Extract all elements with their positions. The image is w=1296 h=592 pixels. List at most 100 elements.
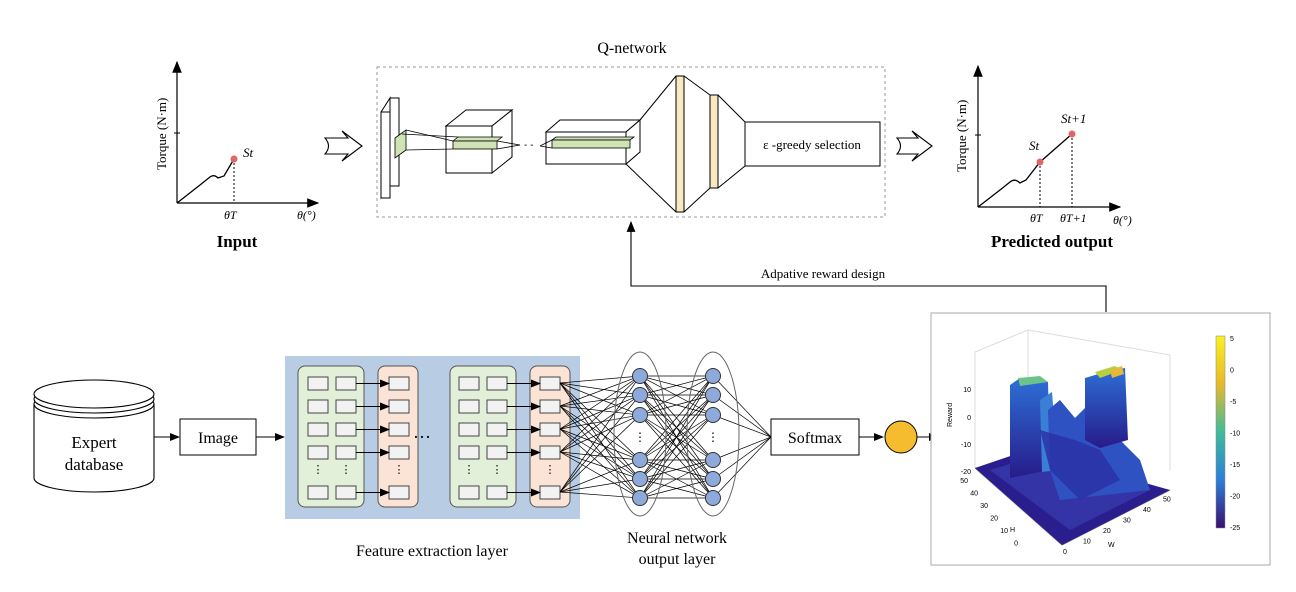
nn-edge (639, 375, 714, 416)
nn-edge (639, 394, 714, 499)
conv-input-face (380, 111, 391, 199)
surface-z-tick: 0 (967, 415, 971, 422)
colorbar-tick: -5 (1230, 399, 1236, 406)
output-next-tick-label: θT+1 (1060, 211, 1087, 225)
output-next-state-label: St+1 (1061, 111, 1086, 126)
input-state-point (230, 155, 238, 163)
feature-cell (539, 485, 561, 500)
feature-cell (388, 376, 410, 391)
nn-node (632, 407, 648, 423)
nn-nodes: ⋮⋮ (632, 368, 721, 506)
nn-node (705, 471, 721, 487)
feature-cell (486, 485, 508, 500)
input-tick-label: θT (224, 208, 238, 222)
surface-right-ridge (1085, 368, 1128, 448)
colorbar-tick: -10 (1230, 431, 1240, 438)
nn-edge (559, 478, 641, 493)
surface-z-tick: 10 (963, 387, 971, 394)
nn-node (632, 490, 648, 506)
feature-cell (307, 445, 329, 460)
colorbar-ticks: 50-5-10-15-20-25 (1230, 336, 1240, 532)
nn-edge (559, 382, 641, 416)
feature-cell (335, 422, 357, 437)
feature-cell (458, 422, 480, 437)
feature-cell (539, 399, 561, 414)
nn-label-line1: Neural network (627, 530, 727, 547)
input-x-label: θ(°) (297, 208, 316, 222)
feature-cell (486, 376, 508, 391)
nn-edge (559, 405, 641, 416)
nn-edge (559, 414, 641, 430)
surface-ridge (1010, 378, 1050, 478)
nn-edge (639, 375, 714, 461)
nn-node (632, 368, 648, 384)
surface-w-label: W (1108, 542, 1115, 549)
surface-h-tick: 0 (1014, 541, 1018, 548)
output-curve (977, 133, 1073, 208)
feature-cell (388, 445, 410, 460)
nn-node (632, 471, 648, 487)
surface-h-label: H (1010, 527, 1015, 534)
surface-h-tick: 20 (990, 516, 998, 523)
feature-cell (307, 485, 329, 500)
reward-feedback-arrow (626, 220, 1107, 312)
nn-edge (559, 394, 641, 430)
colorbar (1215, 335, 1226, 529)
feature-cell (539, 422, 561, 437)
nn-edge (559, 405, 641, 480)
output-node (884, 420, 918, 454)
colorbar-tick: -25 (1230, 525, 1240, 532)
cube1-front (445, 125, 493, 174)
feature-cell (486, 422, 508, 437)
feature-cell (539, 376, 561, 391)
nn-edge (559, 451, 641, 480)
surface-h-tick: 40 (970, 491, 978, 498)
nn-edge (559, 405, 641, 461)
feature-dots: ⋮ (341, 464, 352, 476)
surface-h-tick: 30 (980, 503, 988, 510)
nn-edge (639, 414, 714, 499)
nn-node (705, 407, 721, 423)
nn-edge (639, 459, 714, 480)
feature-cell (458, 445, 480, 460)
nn-edge (559, 382, 641, 499)
feature-cell (388, 422, 410, 437)
feature-cell (388, 399, 410, 414)
image-label: Image (198, 430, 238, 447)
nn-dots: ⋮ (707, 430, 719, 444)
cube2-top (544, 119, 642, 133)
q-network-box (376, 66, 886, 218)
hollow-arrow-right (895, 130, 933, 162)
q-network: Q-network - - (376, 40, 886, 218)
input-caption: Input (217, 232, 258, 251)
nn-edge (639, 375, 714, 396)
nn-edge (559, 428, 641, 461)
nn-edge (712, 436, 772, 480)
nn-edge (639, 478, 714, 499)
feature-cell (335, 445, 357, 460)
nn-edge (559, 394, 641, 453)
database-line2: database (65, 455, 124, 474)
nn-edge (712, 375, 772, 438)
feature-cell (539, 445, 561, 460)
output-next-state-point (1068, 130, 1076, 138)
nn-edge (559, 451, 641, 461)
feature-dots: ⋮ (394, 464, 405, 476)
nn-edge (559, 382, 641, 461)
output-x-label: θ(°) (1113, 213, 1132, 227)
input-plot: St Torque (N·m) θT θ(°) Input (154, 60, 320, 251)
surface-h-tick: 10 (1000, 528, 1008, 535)
fc-layer-2 (709, 94, 719, 189)
nn-edge (559, 375, 641, 384)
colorbar-tick: 0 (1230, 368, 1234, 375)
output-plot: St St+1 Torque (N·m) θT θT+1 θ(°) Predic… (954, 64, 1132, 251)
nn-node (705, 490, 721, 506)
feature-dots: ⋮ (492, 464, 503, 476)
nn-node (705, 387, 721, 403)
feature-cell (458, 485, 480, 500)
q-network-title: Q-network (597, 40, 666, 57)
nn-edge (712, 414, 772, 438)
feature-cell (307, 376, 329, 391)
feature-ellipsis: … (413, 422, 431, 442)
